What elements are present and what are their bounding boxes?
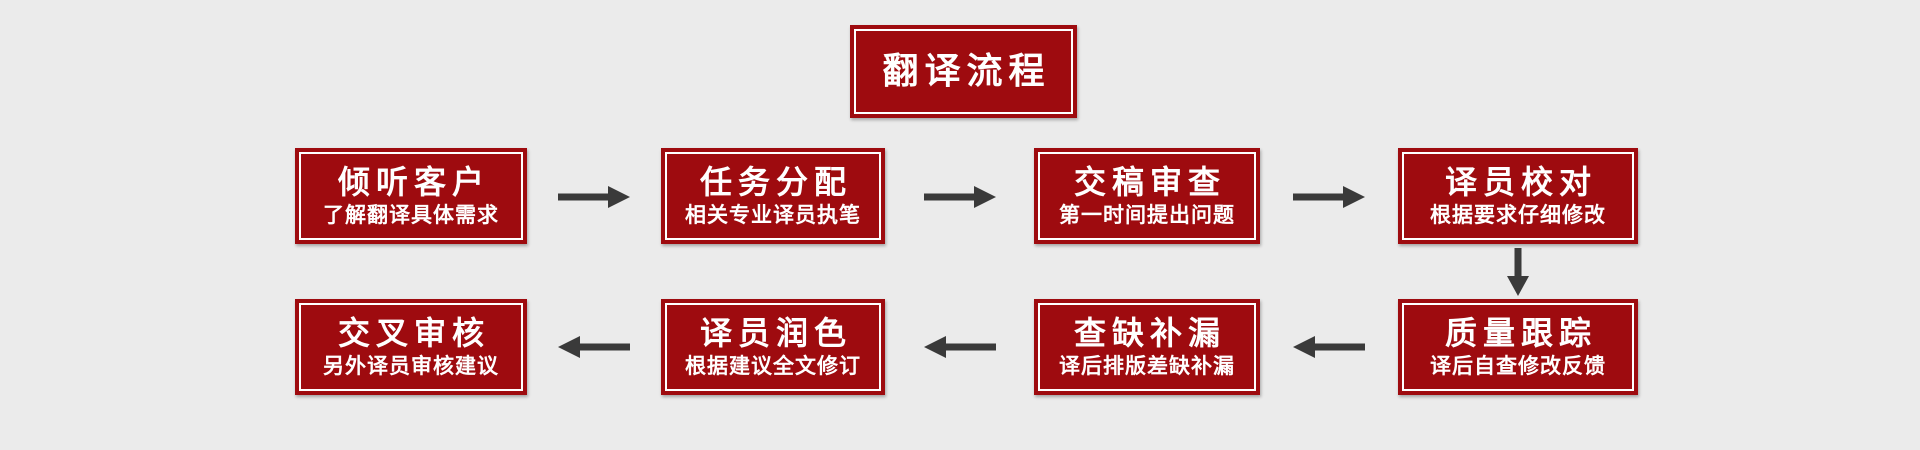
arrow-left-icon xyxy=(1293,335,1365,359)
step-draft-review: 交稿审查 第一时间提出问题 xyxy=(1034,148,1260,244)
step-title: 译员润色 xyxy=(699,313,852,352)
arrow-left-icon xyxy=(558,335,630,359)
step-title: 查缺补漏 xyxy=(1073,313,1226,352)
step-frame: 查缺补漏 译后排版差缺补漏 xyxy=(1038,303,1256,391)
arrow-right-icon xyxy=(1293,185,1365,209)
step-cross-review: 交叉审核 另外译员审核建议 xyxy=(295,299,527,395)
step-title: 质量跟踪 xyxy=(1444,313,1597,352)
step-frame: 任务分配 相关专业译员执笔 xyxy=(665,152,881,240)
step-quality-tracking: 质量跟踪 译后自查修改反馈 xyxy=(1398,299,1638,395)
step-frame: 译员润色 根据建议全文修订 xyxy=(665,303,881,391)
flow-title-box: 翻译流程 xyxy=(850,25,1077,118)
step-title: 译员校对 xyxy=(1444,162,1597,201)
step-title: 倾听客户 xyxy=(337,162,490,201)
step-title: 交叉审核 xyxy=(337,313,490,352)
step-frame: 质量跟踪 译后自查修改反馈 xyxy=(1402,303,1634,391)
step-subtitle: 根据要求仔细修改 xyxy=(1430,203,1606,228)
arrow-down-icon xyxy=(1506,248,1530,296)
step-frame: 交稿审查 第一时间提出问题 xyxy=(1038,152,1256,240)
step-subtitle: 译后排版差缺补漏 xyxy=(1059,354,1235,379)
step-translator-polishing: 译员润色 根据建议全文修订 xyxy=(661,299,885,395)
step-frame: 倾听客户 了解翻译具体需求 xyxy=(299,152,523,240)
arrow-right-icon xyxy=(924,185,996,209)
step-title: 交稿审查 xyxy=(1073,162,1226,201)
step-subtitle: 了解翻译具体需求 xyxy=(323,203,499,228)
step-subtitle: 译后自查修改反馈 xyxy=(1430,354,1606,379)
step-title: 任务分配 xyxy=(699,162,852,201)
step-gap-checking: 查缺补漏 译后排版差缺补漏 xyxy=(1034,299,1260,395)
step-subtitle: 相关专业译员执笔 xyxy=(685,203,861,228)
step-subtitle: 第一时间提出问题 xyxy=(1059,203,1235,228)
flow-title-frame: 翻译流程 xyxy=(854,29,1073,114)
arrow-right-icon xyxy=(558,185,630,209)
step-listen-customer: 倾听客户 了解翻译具体需求 xyxy=(295,148,527,244)
step-subtitle: 根据建议全文修订 xyxy=(685,354,861,379)
step-frame: 译员校对 根据要求仔细修改 xyxy=(1402,152,1634,240)
step-subtitle: 另外译员审核建议 xyxy=(323,354,499,379)
step-task-assignment: 任务分配 相关专业译员执笔 xyxy=(661,148,885,244)
arrow-left-icon xyxy=(924,335,996,359)
page-title: 翻译流程 xyxy=(882,50,1051,92)
step-frame: 交叉审核 另外译员审核建议 xyxy=(299,303,523,391)
step-translator-proofreading: 译员校对 根据要求仔细修改 xyxy=(1398,148,1638,244)
